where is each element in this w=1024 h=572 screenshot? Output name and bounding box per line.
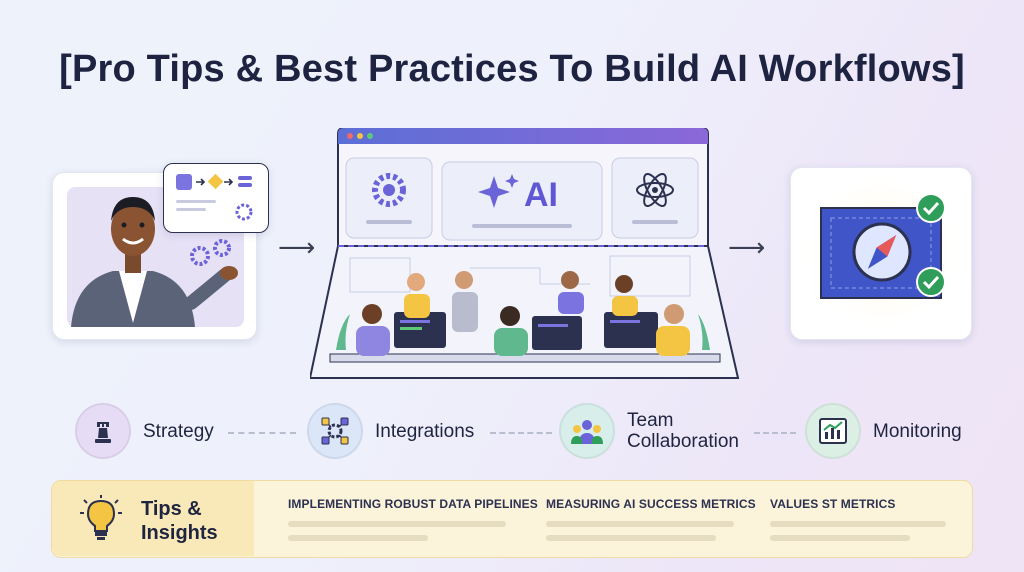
- placeholder-bar: [770, 535, 910, 541]
- placeholder-bar: [546, 521, 734, 527]
- network-gear-icon: [321, 417, 349, 445]
- tip-heading: VALUES ST METRICS: [770, 497, 896, 511]
- ai-workspace-panel: AI: [308, 127, 740, 383]
- navigation-card: [790, 167, 972, 340]
- placeholder-bar: [770, 521, 946, 527]
- tip-column: VALUES ST METRICS: [770, 497, 950, 541]
- tips-header: Tips & Insights: [52, 481, 254, 556]
- speech-bubble: [163, 163, 269, 233]
- chart-monitor-icon: [819, 418, 847, 444]
- placeholder-bar: [288, 535, 428, 541]
- tip-heading: MEASURING AI SUCCESS METRICS: [546, 497, 756, 511]
- gears-icon: [190, 239, 231, 266]
- compass-map-icon: [802, 172, 962, 332]
- page-title: [Pro Tips & Best Practices To Build AI W…: [59, 48, 965, 90]
- step-monitoring: Monitoring: [805, 403, 962, 459]
- connector-dash: [754, 432, 796, 434]
- placeholder-bar: [288, 521, 506, 527]
- workflow-diagram-icon: [176, 173, 253, 221]
- step-label: Monitoring: [873, 420, 962, 442]
- step-team-collaboration: Team Collaboration: [559, 403, 747, 459]
- tips-panel: Tips & Insights IMPLEMENTING ROBUST DATA…: [51, 480, 973, 558]
- connector-dash: [228, 432, 296, 434]
- lightbulb-icon: [80, 495, 122, 540]
- step-integrations: Integrations: [307, 403, 474, 459]
- connector-dash: [490, 432, 552, 434]
- placeholder-bar: [546, 535, 716, 541]
- step-strategy: Strategy: [75, 403, 214, 459]
- ai-label: AI: [524, 176, 558, 214]
- chess-rook-icon: [95, 422, 111, 443]
- tip-heading: IMPLEMENTING ROBUST DATA PIPELINES: [288, 497, 538, 511]
- tip-column: MEASURING AI SUCCESS METRICS: [546, 497, 756, 541]
- arrow-right-icon: ⟶: [278, 233, 316, 263]
- step-label: Integrations: [375, 420, 475, 442]
- arrow-right-icon: ⟶: [728, 233, 766, 263]
- tip-column: IMPLEMENTING ROBUST DATA PIPELINES: [288, 497, 538, 541]
- step-label: Team Collaboration: [627, 410, 739, 452]
- team-icon: [571, 420, 603, 444]
- step-label: Strategy: [143, 420, 214, 442]
- tips-title: Tips & Insights: [141, 498, 218, 544]
